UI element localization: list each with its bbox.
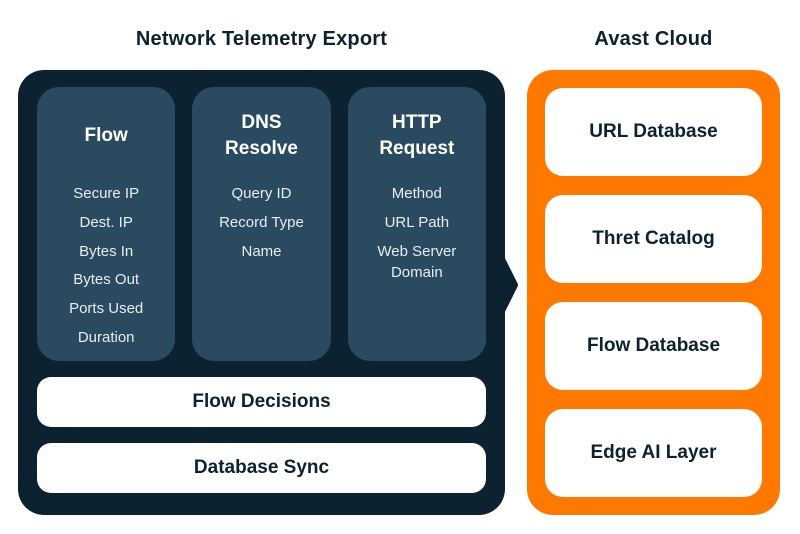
column-item: Bytes Out [73,271,140,289]
cloud-card-url-database: URL Database [545,88,762,176]
http-request-column-items: Method URL Path Web Server Domain [348,183,486,284]
flow-column-heading: Flow [84,125,128,147]
flow-decisions-bar: Flow Decisions [37,377,486,427]
cloud-card-flow-database: Flow Database [545,302,762,390]
column-item: Query ID [231,185,292,202]
column-item: Web Server Domain [377,242,457,282]
database-sync-bar: Database Sync [37,443,486,493]
dns-resolve-column-heading: DNS Resolve [225,112,298,159]
column-item: Secure IP [73,185,140,202]
network-telemetry-panel: Flow Secure IP Dest. IP Bytes In Bytes O… [18,70,518,515]
column-item: Method [391,185,442,202]
avast-cloud-title: Avast Cloud [594,28,713,50]
flow-column: Flow Secure IP Dest. IP Bytes In Bytes O… [37,87,176,361]
cloud-card-thret-catalog: Thret Catalog [545,195,762,283]
http-request-column-heading: HTTP Request [379,112,455,159]
column-item: Dest. IP [79,213,133,231]
dns-resolve-column: DNS Resolve Query ID Record Type Name [192,87,331,361]
dns-resolve-column-items: Query ID Record Type Name [192,183,330,262]
column-item: URL Path [384,213,450,231]
avast-cloud-panel: URL Database Thret Catalog Flow Database… [527,70,780,515]
column-item: Bytes In [79,242,134,260]
network-telemetry-title: Network Telemetry Export [135,28,388,50]
cloud-card-edge-ai-layer: Edge AI Layer [545,409,762,497]
http-request-column: HTTP Request Method URL Path Web Server … [347,87,486,361]
column-item: Duration [77,328,135,346]
column-item: Name [241,242,282,260]
flow-column-items: Secure IP Dest. IP Bytes In Bytes Out Po… [37,183,175,349]
column-item: Record Type [219,213,304,231]
column-item: Ports Used [69,300,144,317]
arrow-right-icon [502,256,518,314]
telemetry-columns: Flow Secure IP Dest. IP Bytes In Bytes O… [37,87,486,361]
